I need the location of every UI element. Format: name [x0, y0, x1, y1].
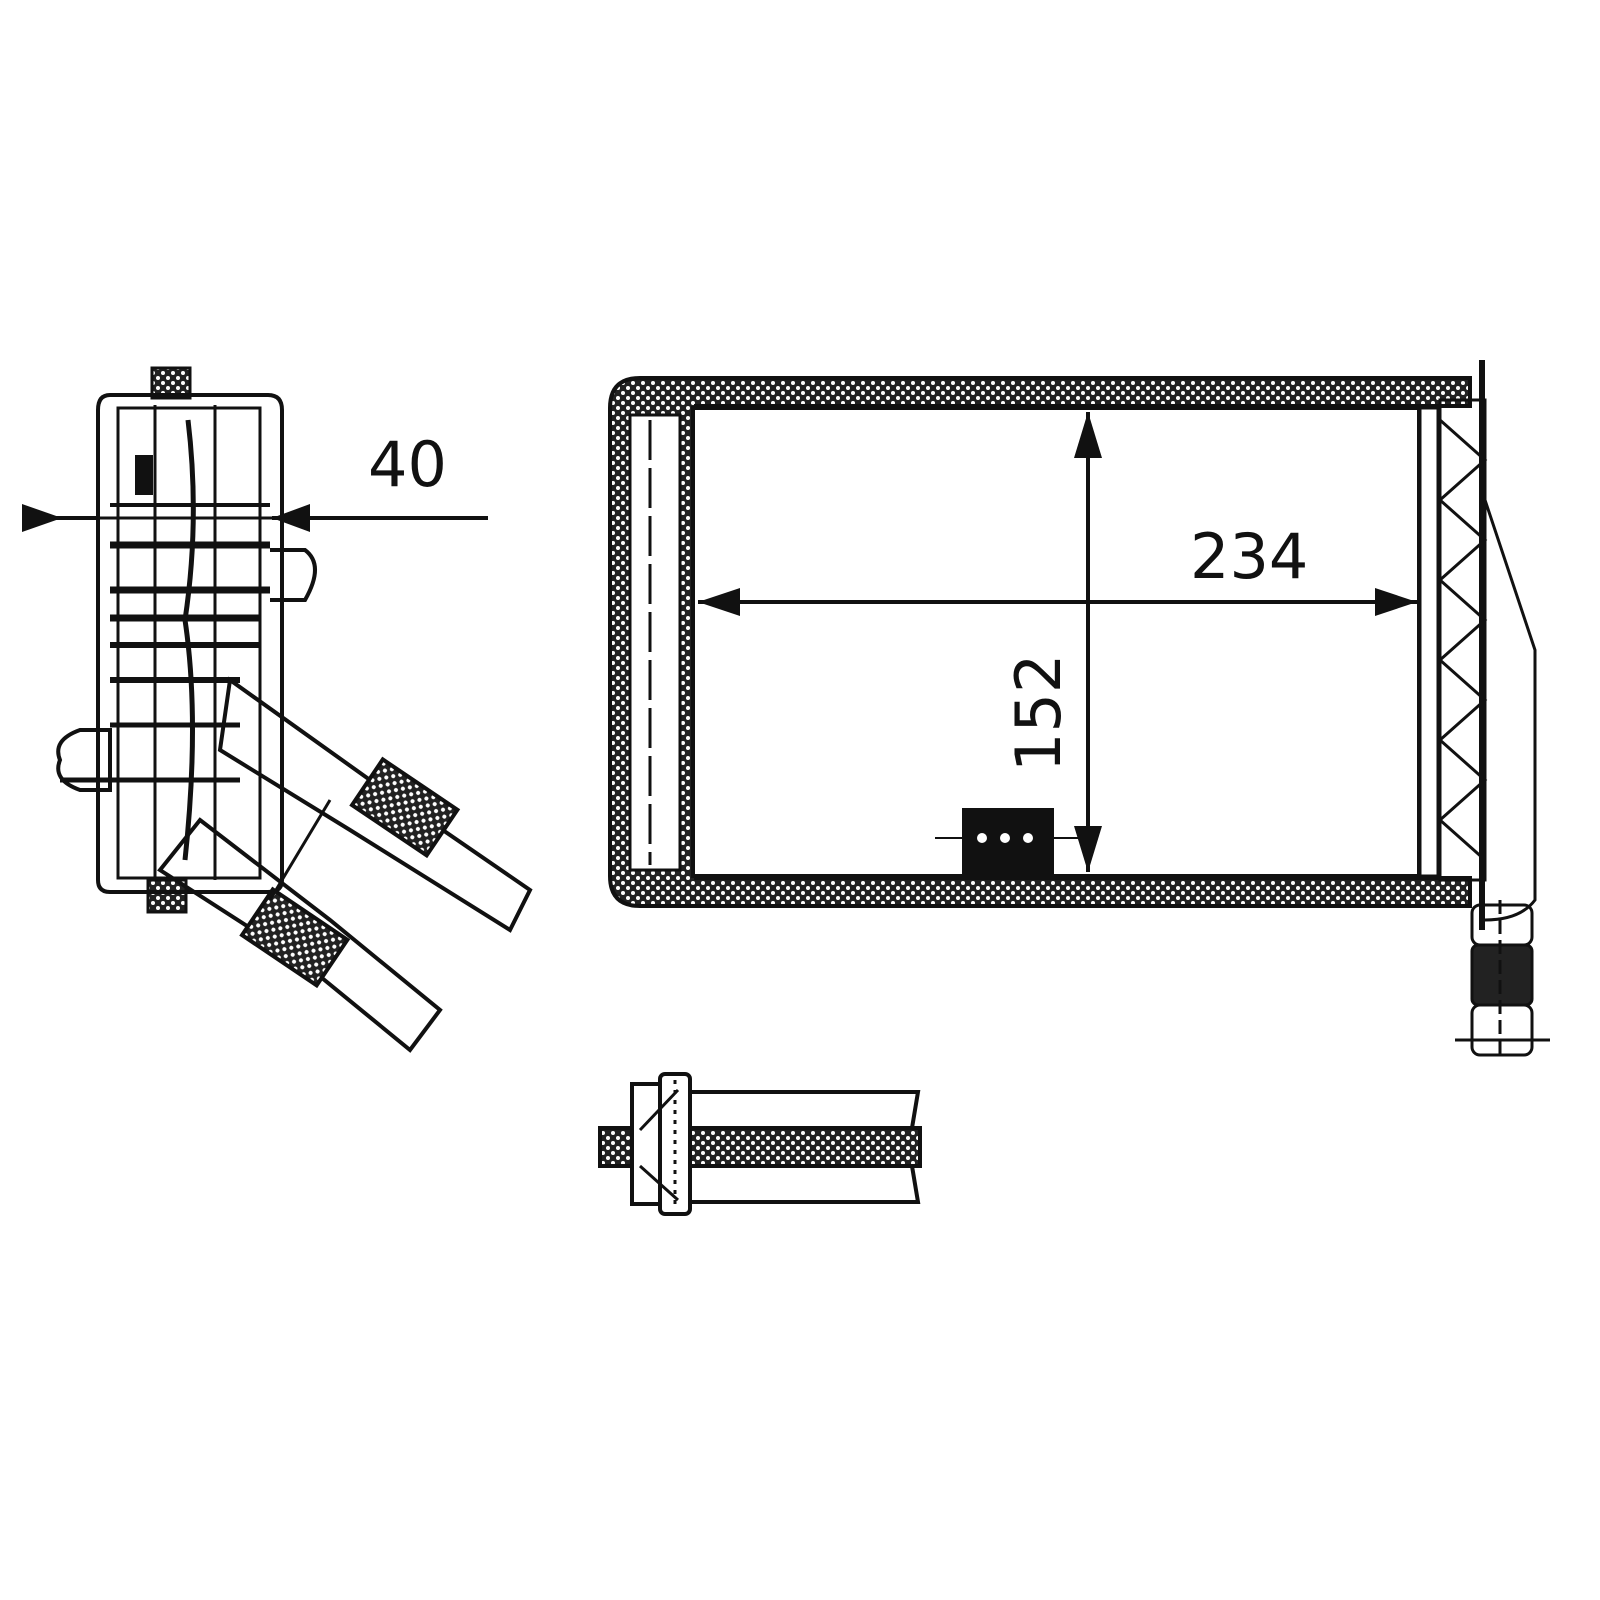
dimension-height: 152 [1002, 412, 1102, 872]
front-view [608, 360, 1550, 1060]
dimension-label-depth: 40 [368, 428, 447, 501]
detail-view [598, 1072, 922, 1216]
side-view [56, 366, 533, 1053]
dimension-width: 234 [698, 520, 1417, 616]
dimension-label-width: 234 [1190, 520, 1308, 593]
dimension-depth: 40 [22, 428, 488, 532]
dimension-label-height: 152 [1002, 654, 1075, 772]
